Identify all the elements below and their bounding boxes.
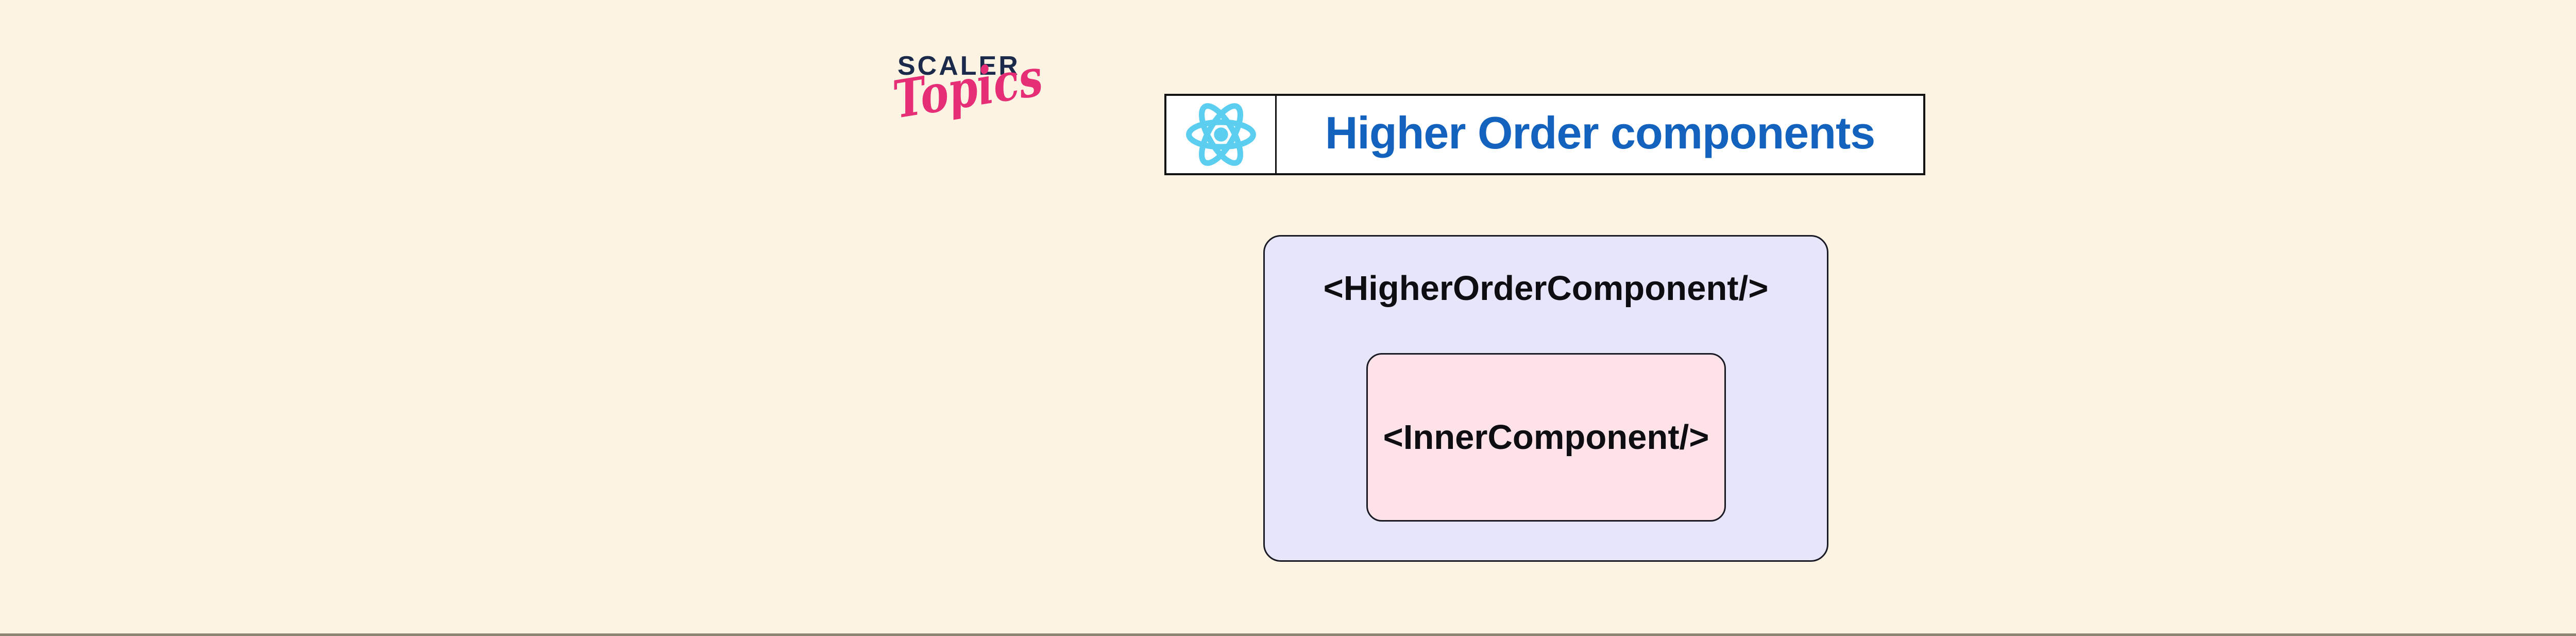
react-icon bbox=[1185, 103, 1256, 166]
higher-order-component-box: <HigherOrderComponent/> <InnerComponent/… bbox=[1263, 235, 1828, 562]
inner-component-label: <InnerComponent/> bbox=[1383, 418, 1709, 457]
page-title: Higher Order components bbox=[1325, 107, 1875, 158]
bottom-border-line bbox=[0, 633, 2576, 636]
inner-component-box: <InnerComponent/> bbox=[1366, 353, 1726, 522]
brand-name: SCALER bbox=[897, 51, 1020, 81]
react-icon-cell bbox=[1166, 96, 1277, 173]
higher-order-component-label: <HigherOrderComponent/> bbox=[1323, 269, 1769, 308]
scaler-topics-logo: SCALER Topics bbox=[889, 47, 1052, 130]
title-banner: Higher Order components bbox=[1164, 94, 1925, 175]
